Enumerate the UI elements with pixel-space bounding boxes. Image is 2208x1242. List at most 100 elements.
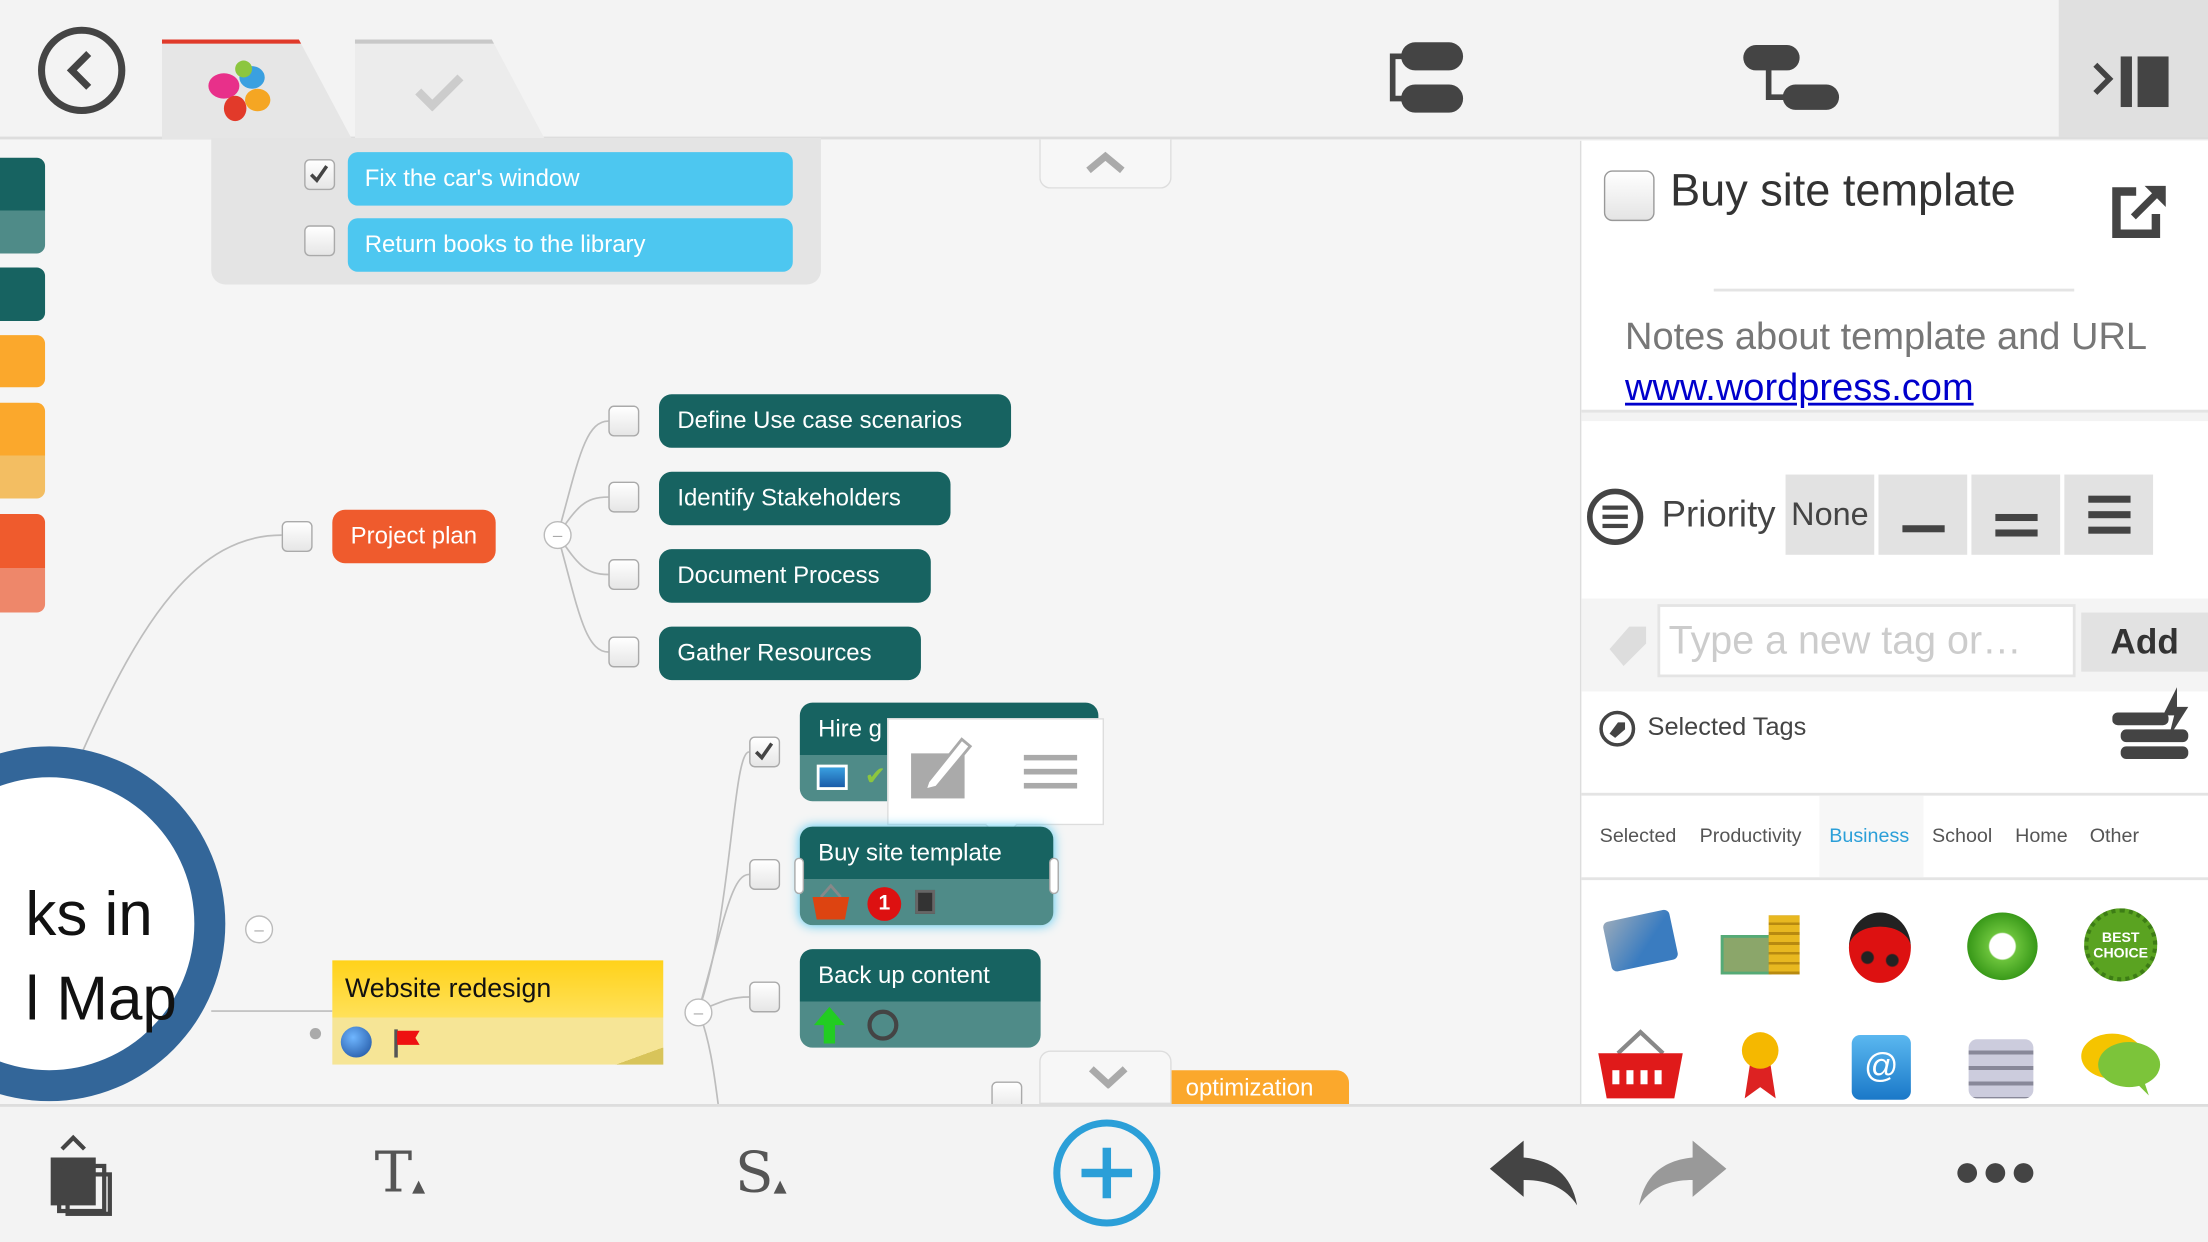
scroll-down-button[interactable]	[1039, 1050, 1172, 1104]
map-connectors	[80, 420, 750, 1104]
shopping-basket-icon	[812, 883, 850, 920]
priority-high-button[interactable]	[2064, 474, 2154, 555]
priority-bar-icon	[1901, 525, 1944, 533]
redo-icon[interactable]	[1636, 1138, 1729, 1208]
node-identify-stakeholders[interactable]: Identify Stakeholders	[659, 471, 951, 526]
outline-layout-icon[interactable]	[1740, 42, 1841, 115]
toggle-panel-button[interactable]	[2058, 0, 2208, 137]
edit-icon[interactable]	[908, 734, 973, 802]
checklist-item[interactable]: Fix the car's window	[347, 152, 793, 206]
task-title[interactable]: Buy site template	[1670, 164, 2016, 216]
open-external-icon[interactable]	[2108, 180, 2170, 242]
tag-tab-selected[interactable]: Selected	[1599, 823, 1677, 847]
tag-tab-home[interactable]: Home	[2015, 823, 2068, 847]
ladybug-icon[interactable]	[1848, 912, 1911, 983]
collapse-toggle[interactable]: –	[684, 998, 713, 1027]
collapse-toggle[interactable]: –	[543, 521, 572, 550]
task-notes[interactable]: Notes about template and URL	[1625, 315, 2148, 358]
priority-medium-button[interactable]	[1971, 474, 2061, 555]
tag-icon	[1609, 626, 1647, 667]
add-topic-button[interactable]	[1053, 1119, 1161, 1227]
undo-icon[interactable]	[1487, 1138, 1580, 1208]
more-options-icon[interactable]	[1955, 1160, 2037, 1185]
checklist-item[interactable]: Return books to the library	[347, 218, 793, 272]
add-tag-button[interactable]: Add	[2081, 612, 2208, 672]
node-checkbox[interactable]	[608, 405, 640, 437]
tag-tab-school[interactable]: School	[1931, 823, 1993, 847]
node-document-process[interactable]: Document Process	[659, 549, 931, 603]
resize-handle[interactable]	[794, 857, 805, 895]
central-node-text: l Map	[25, 964, 177, 1034]
node-optimization[interactable]: optimization	[1171, 1070, 1350, 1104]
collapse-toggle[interactable]: –	[245, 915, 274, 944]
insert-topic-icon[interactable]	[45, 1132, 115, 1216]
collapse-panel-icon	[2093, 56, 2169, 108]
node-checkbox[interactable]	[608, 559, 640, 591]
globe-icon	[340, 1026, 372, 1058]
tag-tab-productivity[interactable]: Productivity	[1699, 823, 1802, 847]
left-node-strip	[0, 141, 48, 620]
scroll-up-button[interactable]	[1039, 139, 1172, 189]
map-layout-icon[interactable]	[1387, 39, 1466, 115]
tab-map[interactable]	[161, 39, 353, 140]
divider	[1713, 288, 2075, 292]
checkmark-icon	[309, 165, 329, 183]
image-icon	[816, 764, 848, 790]
checkmark-icon	[415, 74, 464, 112]
check-icon: ✔	[864, 761, 886, 790]
shopping-basket-icon[interactable]	[1595, 1028, 1685, 1101]
priority-low-button[interactable]	[1878, 474, 1968, 555]
refresh-icon[interactable]	[1967, 912, 2038, 981]
tag-input[interactable]: Type a new tag or…	[1657, 604, 2076, 678]
node-label: Hire g	[818, 715, 883, 743]
priority-icon	[1586, 488, 1644, 545]
node-checkbox[interactable]	[608, 636, 640, 668]
node-project-plan[interactable]: Project plan	[332, 509, 496, 564]
tag-tabs-bar	[1581, 792, 2208, 881]
award-ribbon-icon[interactable]	[1739, 1031, 1781, 1101]
quick-tags-icon[interactable]	[2112, 687, 2191, 760]
alarm-clock-icon	[867, 1009, 899, 1041]
priority-none-button[interactable]: None	[1785, 474, 1875, 555]
address-book-icon[interactable]: @	[1851, 1034, 1911, 1100]
node-define-use-case[interactable]: Define Use case scenarios	[659, 394, 1012, 448]
node-label: Back up content	[818, 961, 990, 989]
chevron-up-icon	[1086, 151, 1125, 174]
central-node-text: ks in	[25, 880, 153, 950]
node-checkbox[interactable]	[608, 481, 640, 513]
menu-icon[interactable]	[1023, 754, 1078, 789]
drag-dot	[309, 1027, 322, 1040]
back-button[interactable]	[38, 26, 126, 115]
resize-handle[interactable]	[1049, 857, 1059, 895]
checklist-popup: Fix the car's window Return books to the…	[211, 137, 821, 285]
money-icon[interactable]	[1720, 915, 1800, 977]
node-label: Website redesign	[344, 974, 552, 1005]
node-back-up-content[interactable]: Back up content	[799, 949, 1041, 1048]
checkmark-icon	[754, 742, 774, 761]
node-checkbox[interactable]	[281, 521, 313, 552]
checklist-checkbox[interactable]	[304, 225, 336, 257]
node-gather-resources[interactable]: Gather Resources	[659, 626, 921, 681]
chevron-down-icon	[1088, 1066, 1128, 1089]
tag-input-row: Type a new tag or… Add	[1581, 598, 2208, 692]
task-complete-checkbox[interactable]	[1603, 170, 1655, 222]
chevron-left-icon	[66, 51, 92, 90]
node-website-redesign[interactable]: Website redesign	[332, 960, 664, 1065]
selected-tags-label: Selected Tags	[1647, 712, 1807, 741]
node-checkbox[interactable]	[749, 736, 781, 768]
top-toolbar	[0, 0, 2208, 140]
server-stack-icon[interactable]	[1968, 1039, 2034, 1099]
node-buy-site-template[interactable]: Buy site template 1	[794, 826, 1059, 926]
node-label: Buy site template	[818, 839, 1002, 867]
text-style-button[interactable]: T▲	[374, 1140, 426, 1206]
chat-bubbles-icon[interactable]	[2078, 1028, 2162, 1098]
notes-link[interactable]: www.wordpress.com	[1625, 366, 1974, 409]
shape-style-button[interactable]: S▲	[735, 1140, 787, 1206]
flag-icon	[394, 1029, 420, 1058]
tag-tab-other[interactable]: Other	[2089, 823, 2140, 847]
checklist-checkbox[interactable]	[304, 159, 336, 191]
tag-tab-business[interactable]: Business	[1829, 823, 1910, 847]
node-checkbox[interactable]	[749, 981, 781, 1013]
node-checkbox[interactable]	[749, 858, 781, 890]
